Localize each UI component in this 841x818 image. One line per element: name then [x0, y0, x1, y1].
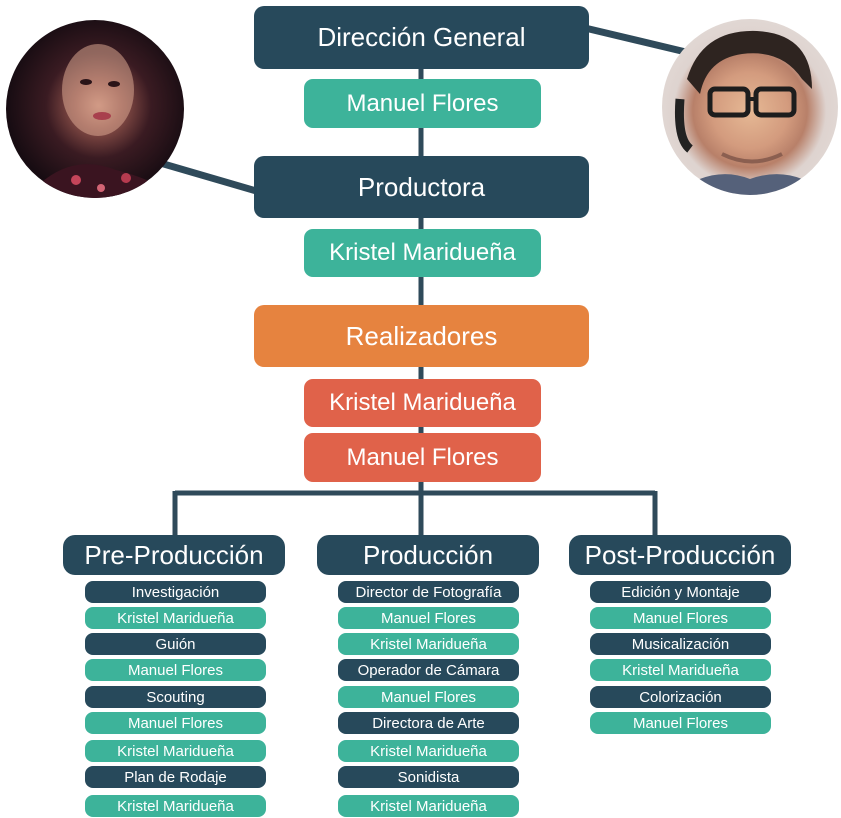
- role-label: Musicalización: [631, 635, 730, 653]
- role-label-box: Colorización: [590, 686, 771, 708]
- realizador-person-box: Manuel Flores: [304, 433, 541, 482]
- person-name: Manuel Flores: [380, 609, 477, 627]
- person-name-box: Kristel Mariduеña: [85, 740, 266, 762]
- direccion-general-label: Dirección General: [317, 22, 526, 52]
- person-name: Kristel Mariduеña: [370, 797, 487, 815]
- person-name: Kristel Mariduеña: [117, 742, 234, 760]
- role-label: Directora de Arte: [372, 714, 485, 732]
- role-label: Colorización: [639, 688, 722, 706]
- person-name-box: Kristel Mariduеña: [338, 740, 519, 762]
- man-portrait-avatar: [662, 19, 838, 195]
- role-label-box: Sonidista: [338, 766, 519, 788]
- person-name-box: Kristel Mariduеña: [85, 607, 266, 629]
- person-name: Manuel Flores: [632, 714, 729, 732]
- productora-label: Productora: [357, 171, 486, 202]
- person-name-box: Kristel Mariduеña: [338, 633, 519, 655]
- role-label: Scouting: [146, 688, 205, 706]
- productora-person-name: Kristel Mariduеña: [329, 239, 516, 266]
- role-label-box: Director de Fotografía: [338, 581, 519, 603]
- woman-portrait-avatar: [6, 20, 184, 198]
- role-label: Sonidista: [397, 768, 460, 786]
- column-title: Pre-Producción: [84, 539, 264, 570]
- realizadores-box: Realizadores: [254, 305, 589, 367]
- role-label: Guión: [155, 635, 196, 653]
- person-name-box: Kristel Mariduеña: [338, 795, 519, 817]
- person-name-box: Manuel Flores: [590, 607, 771, 629]
- realizador-person-name: Manuel Flores: [346, 443, 499, 471]
- column-title: Producción: [362, 539, 494, 570]
- person-name-box: Manuel Flores: [85, 659, 266, 681]
- realizador-person-name: Kristel Mariduеña: [329, 389, 516, 416]
- role-label: Operador de Cámara: [357, 661, 500, 679]
- productora-person-box: Kristel Mariduеña: [304, 229, 541, 277]
- person-name-box: Manuel Flores: [85, 712, 266, 734]
- role-label: Edición y Montaje: [621, 583, 740, 601]
- person-name: Kristel Mariduеña: [117, 609, 234, 627]
- productora-box: Productora: [254, 156, 589, 218]
- realizador-person-box: Kristel Mariduеña: [304, 379, 541, 427]
- person-name: Manuel Flores: [127, 714, 224, 732]
- direccion-person-name: Manuel Flores: [346, 89, 499, 117]
- role-label: Investigación: [131, 583, 220, 601]
- role-label: Plan de Rodaje: [124, 768, 227, 786]
- role-label-box: Guión: [85, 633, 266, 655]
- person-name-box: Manuel Flores: [590, 712, 771, 734]
- realizadores-label: Realizadores: [345, 320, 498, 351]
- role-label: Director de Fotografía: [355, 583, 502, 601]
- role-label-box: Investigación: [85, 581, 266, 603]
- person-name: Manuel Flores: [632, 609, 729, 627]
- person-name: Kristel Mariduеña: [370, 635, 487, 653]
- direccion-person-box: Manuel Flores: [304, 79, 541, 128]
- role-label-box: Plan de Rodaje: [85, 766, 266, 788]
- person-name-box: Manuel Flores: [338, 607, 519, 629]
- person-name: Kristel Mariduеña: [622, 661, 739, 679]
- role-label-box: Operador de Cámara: [338, 659, 519, 681]
- person-name-box: Kristel Mariduеña: [85, 795, 266, 817]
- column-header-post-produccion: Post-Producción: [569, 535, 791, 575]
- role-label-box: Scouting: [85, 686, 266, 708]
- role-label-box: Edición y Montaje: [590, 581, 771, 603]
- person-name: Kristel Mariduеña: [117, 797, 234, 815]
- person-name: Kristel Mariduеña: [370, 742, 487, 760]
- direccion-general-box: Dirección General: [254, 6, 589, 69]
- person-name-box: Manuel Flores: [338, 686, 519, 708]
- person-name: Manuel Flores: [127, 661, 224, 679]
- role-label-box: Musicalización: [590, 633, 771, 655]
- person-name: Manuel Flores: [380, 688, 477, 706]
- person-name-box: Kristel Mariduеña: [590, 659, 771, 681]
- column-header-pre-produccion: Pre-Producción: [63, 535, 285, 575]
- role-label-box: Directora de Arte: [338, 712, 519, 734]
- column-title: Post-Producción: [584, 539, 776, 570]
- column-header-produccion: Producción: [317, 535, 539, 575]
